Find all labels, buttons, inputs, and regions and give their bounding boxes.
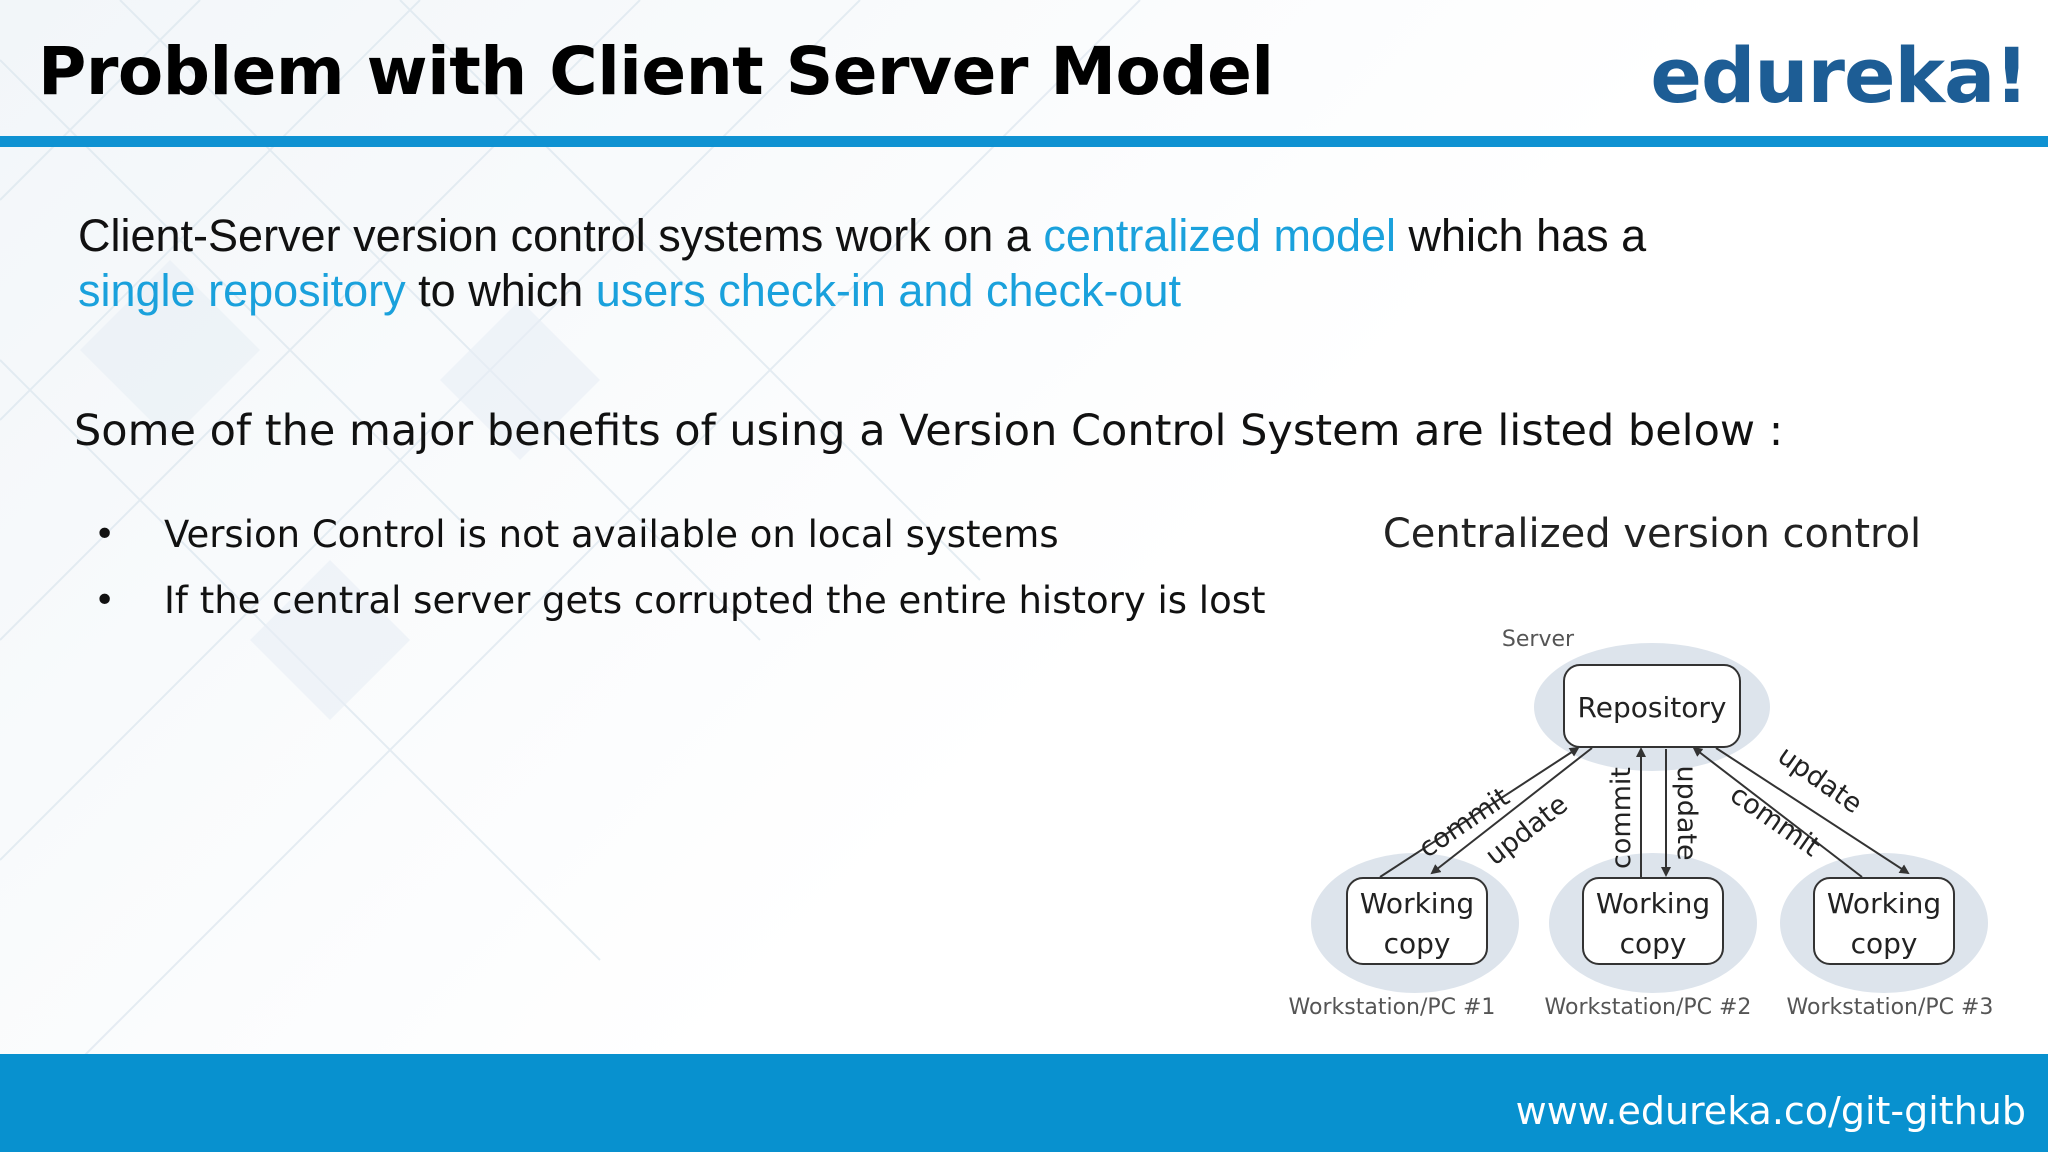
- repository-label: Repository: [1578, 691, 1727, 724]
- bullet-icon: •: [94, 514, 116, 555]
- repository-node: [1563, 664, 1741, 748]
- working-copy-node-3: [1813, 877, 1955, 965]
- working-copy-label-1b: copy: [1384, 927, 1451, 960]
- intro-text-1: Client-Server version control systems wo…: [78, 210, 1044, 261]
- edureka-logo: edureka!: [1650, 31, 2029, 120]
- intro-text-2: which has a: [1396, 210, 1647, 261]
- bullet-text: Version Control is not available on loca…: [164, 513, 1059, 556]
- centralized-version-control-diagram: Centralized version control Server commi…: [1289, 511, 1994, 1020]
- working-copy-node-2: [1582, 877, 1724, 965]
- header-divider: [0, 136, 2048, 147]
- intro-text-3: to which: [405, 265, 596, 316]
- slide-header: Problem with Client Server Model edureka…: [0, 0, 2048, 147]
- intro-paragraph: Client-Server version control systems wo…: [78, 208, 1718, 318]
- update-label-3: update: [1772, 740, 1868, 820]
- highlight-single-repository: single repository: [78, 265, 406, 316]
- working-copy-label-2: Working: [1596, 887, 1710, 920]
- footer-url: www.edureka.co/git-github: [1515, 1089, 2026, 1133]
- highlight-check-in-out: users check-in and check-out: [595, 265, 1182, 316]
- working-copy-label-1: Working: [1360, 887, 1474, 920]
- diagram-title: Centralized version control: [1383, 511, 1921, 557]
- commit-arrow-1: [1379, 746, 1580, 878]
- update-arrow-1: [1430, 747, 1593, 875]
- update-label-2: update: [1671, 765, 1702, 860]
- commit-arrow-3: [1692, 746, 1863, 878]
- bullet-text: If the central server gets corrupted the…: [164, 579, 1266, 622]
- working-copy-label-3: Working: [1827, 887, 1941, 920]
- working-copy-node-1: [1346, 877, 1488, 965]
- workstation-label-1: Workstation/PC #1: [1289, 995, 1496, 1020]
- commit-label-2: commit: [1606, 767, 1637, 869]
- bullet-icon: •: [94, 580, 116, 621]
- list-item: • If the central server gets corrupted th…: [94, 576, 1266, 642]
- benefits-heading: Some of the major benefits of using a Ve…: [74, 406, 1784, 456]
- update-arrow-3: [1715, 747, 1910, 875]
- working-copy-label-3b: copy: [1851, 927, 1918, 960]
- slide-title: Problem with Client Server Model: [38, 33, 1274, 110]
- benefits-list: • Version Control is not available on loc…: [94, 510, 1266, 642]
- workstation-label-3: Workstation/PC #3: [1787, 995, 1994, 1020]
- slide-footer: www.edureka.co/git-github: [0, 1054, 2048, 1152]
- list-item: • Version Control is not available on loc…: [94, 510, 1266, 576]
- workstation-label-2: Workstation/PC #2: [1545, 995, 1752, 1020]
- server-label: Server: [1502, 627, 1575, 652]
- working-copy-label-2b: copy: [1620, 927, 1687, 960]
- highlight-centralized-model: centralized model: [1043, 210, 1397, 261]
